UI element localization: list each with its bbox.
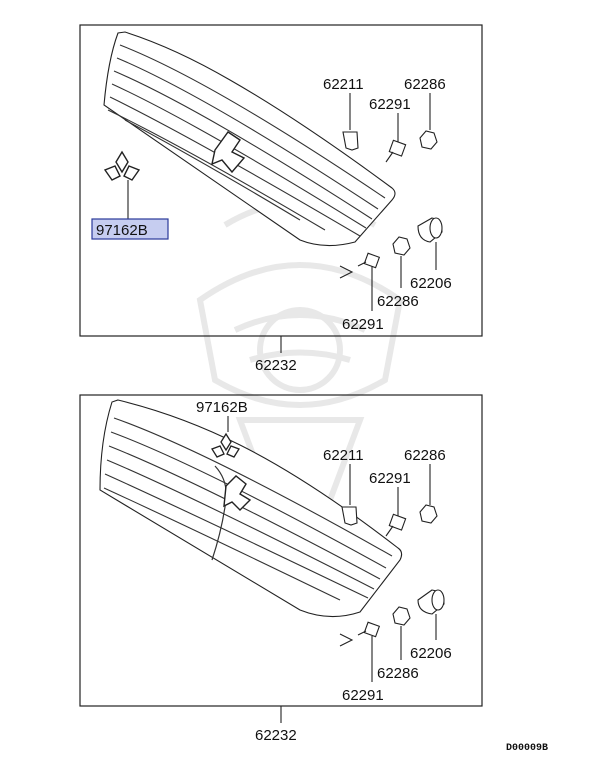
label-emblem[interactable]: 97162B <box>96 222 148 239</box>
screw-icon-2 <box>385 513 407 537</box>
label-nut-lower-2[interactable]: 62286 <box>377 665 419 682</box>
label-clip[interactable]: 62211 <box>323 76 364 93</box>
label-screw-lower[interactable]: 62291 <box>342 316 384 333</box>
label-cap[interactable]: 62206 <box>410 275 452 292</box>
label-screw-lower-2[interactable]: 62291 <box>342 687 384 704</box>
leader-screw-lower-tick <box>339 265 354 279</box>
label-nut-upper[interactable]: 62286 <box>404 76 446 93</box>
nut-lower-icon-2 <box>392 606 411 626</box>
top-grille <box>103 31 396 247</box>
grille-emblem-icon <box>211 131 246 174</box>
bottom-panel: 97162B 62211 62291 62286 62206 <box>79 394 483 744</box>
label-nut-lower[interactable]: 62286 <box>377 293 419 310</box>
label-assembly-2[interactable]: 62232 <box>255 727 297 744</box>
screw-lower-icon-2 <box>357 621 381 638</box>
grille-emblem-icon-2 <box>223 475 252 511</box>
emblem-part-icon <box>103 150 141 181</box>
label-screw-upper-2[interactable]: 62291 <box>369 470 411 487</box>
emblem-part-icon-2 <box>211 432 240 458</box>
label-cap-2[interactable]: 62206 <box>410 645 452 662</box>
bottom-grille <box>99 399 403 618</box>
label-clip-2[interactable]: 62211 <box>323 447 364 464</box>
top-panel: 97162B 62211 62291 62286 62206 62286 <box>79 24 483 374</box>
clip-icon-2 <box>341 506 358 526</box>
nut-icon <box>419 130 438 150</box>
screw-icon <box>385 139 407 163</box>
label-assembly[interactable]: 62232 <box>255 357 297 374</box>
cap-icon-2 <box>417 589 445 615</box>
cap-icon <box>417 217 443 243</box>
label-nut-upper-2[interactable]: 62286 <box>404 447 446 464</box>
clip-icon <box>342 131 359 151</box>
nut-lower-icon <box>392 236 411 256</box>
highlight-box <box>91 218 169 240</box>
diagram-code: D00009B <box>506 743 548 754</box>
leader-screw-lower-tick-2 <box>339 633 354 647</box>
screw-lower-icon <box>357 252 381 269</box>
label-screw-upper[interactable]: 62291 <box>369 96 411 113</box>
label-emblem-2[interactable]: 97162B <box>196 399 248 416</box>
nut-icon-2 <box>419 504 438 524</box>
